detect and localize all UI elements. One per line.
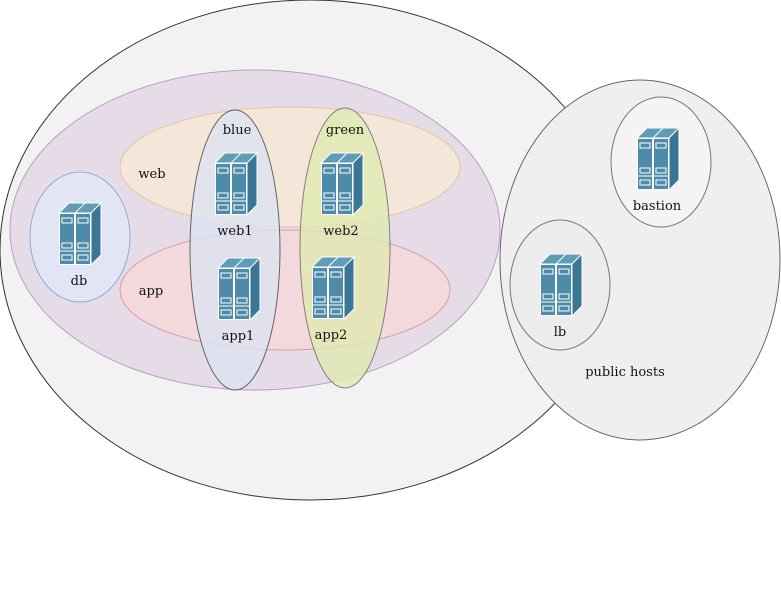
public-hosts-label: public hosts [585, 365, 665, 380]
server-icon[interactable] [217, 257, 261, 321]
green-group [299, 107, 391, 389]
app-group-label: app [139, 284, 163, 299]
app-group [119, 229, 451, 351]
server-label-web2: web2 [323, 224, 358, 239]
server-icon[interactable] [320, 152, 364, 216]
server-icon[interactable] [539, 253, 583, 317]
web-group [119, 106, 461, 228]
server-label-bastion: bastion [633, 199, 682, 214]
server-label-lb: lb [554, 325, 566, 340]
blue-group [189, 109, 281, 391]
server-icon[interactable] [214, 152, 258, 216]
server-label-app2: app2 [315, 328, 348, 343]
blue-group-label: blue [223, 123, 252, 138]
web-group-label: web [138, 167, 165, 182]
server-icon[interactable] [311, 256, 355, 320]
server-icon[interactable] [58, 202, 102, 266]
server-label-db: db [71, 274, 88, 289]
server-icon[interactable] [636, 127, 680, 191]
green-group-label: green [326, 123, 365, 138]
server-label-web1: web1 [217, 224, 252, 239]
server-label-app1: app1 [222, 329, 255, 344]
